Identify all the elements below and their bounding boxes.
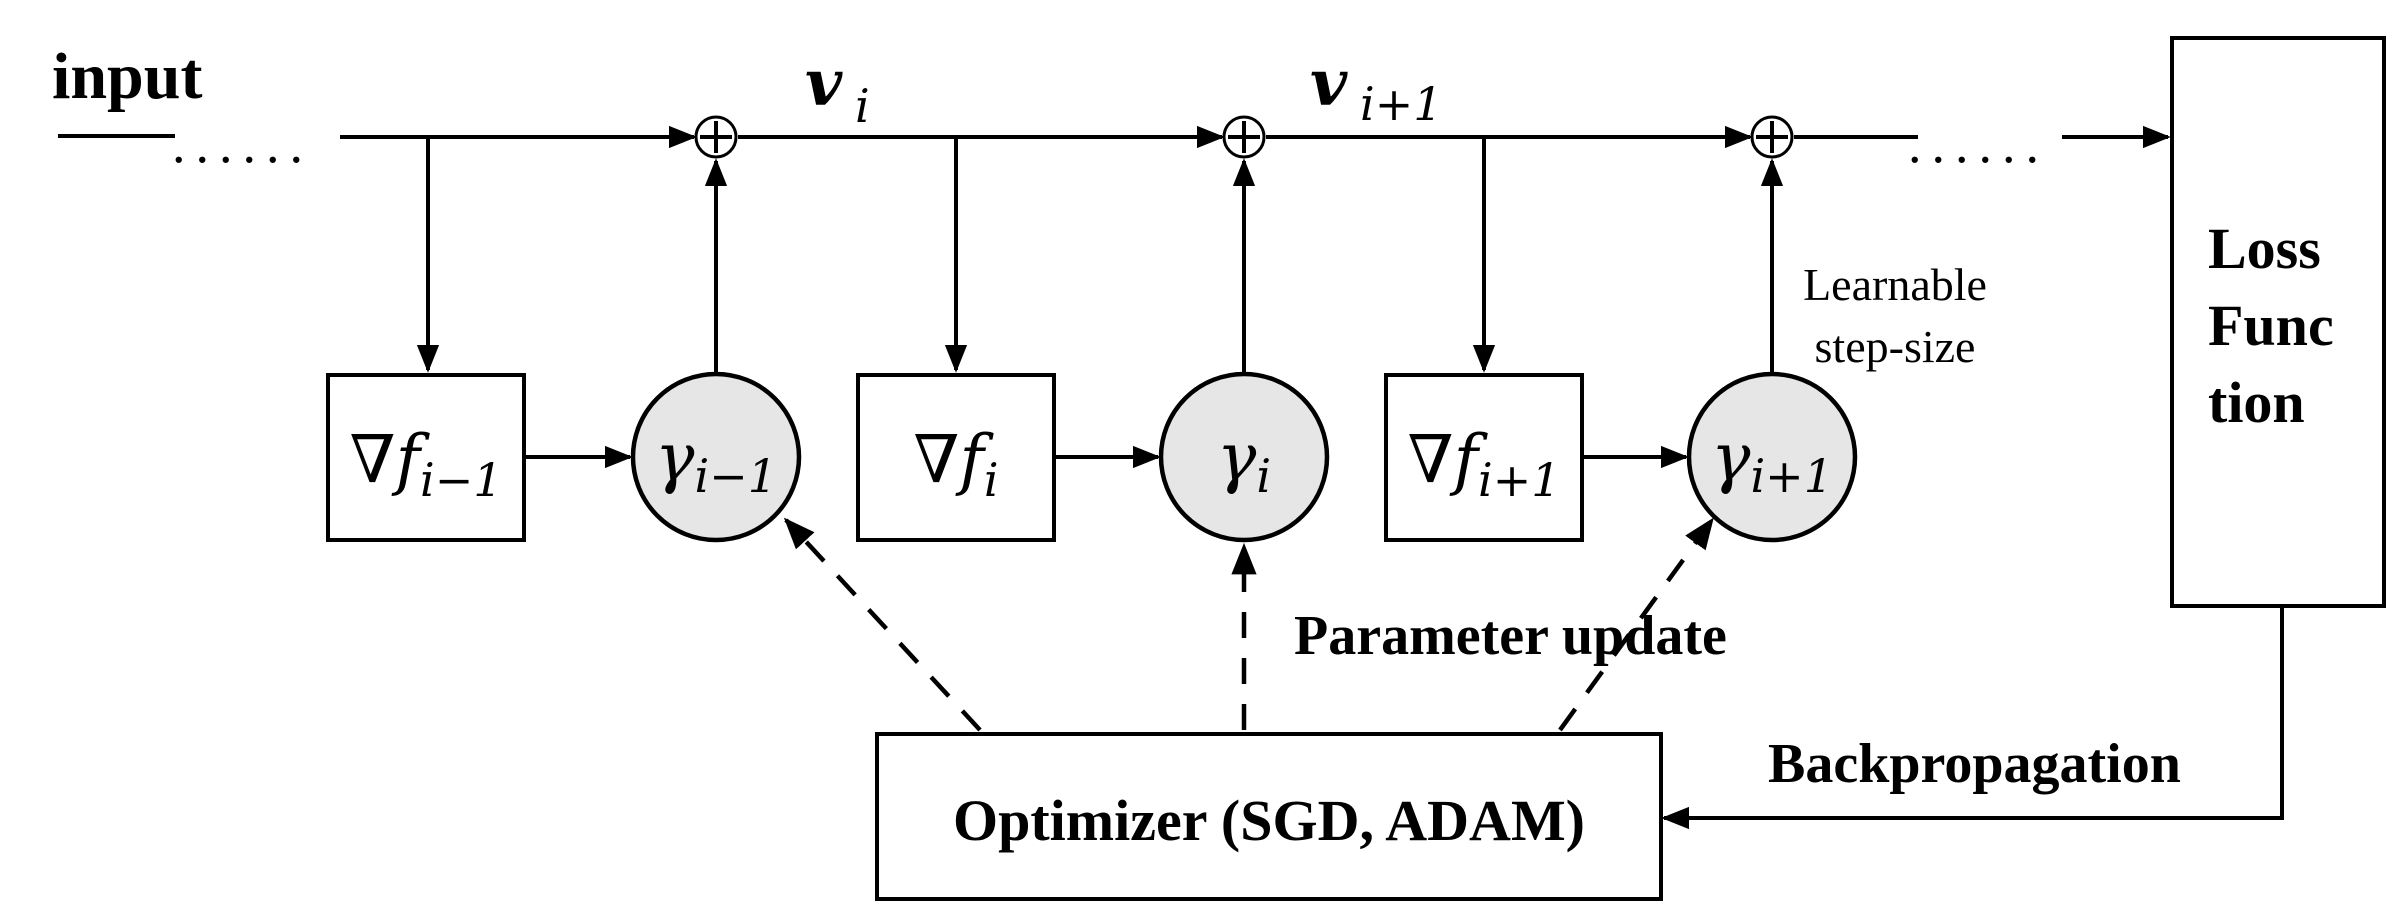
- optimizer-box: Optimizer (SGD, ADAM): [875, 732, 1663, 901]
- svg-text:γi: γi: [1217, 419, 1271, 503]
- loss-function-box: Loss Func tion: [2170, 36, 2386, 608]
- svg-text:γi+1: γi+1: [1711, 419, 1833, 503]
- backpropagation-label: Backpropagation: [1768, 733, 2181, 795]
- learnable-stepsize-label: Learnable step-size: [1803, 259, 1987, 372]
- leading-dots: ......: [172, 114, 313, 174]
- svg-text:γi−1: γi−1: [655, 419, 777, 503]
- svg-text:Learnable: Learnable: [1803, 259, 1987, 310]
- sum-node-3: [1750, 115, 1794, 159]
- sum-node-2: [1222, 115, 1266, 159]
- param-update-arrow-1: [783, 517, 982, 732]
- stepsize-circle-3: γi+1: [1686, 371, 1858, 543]
- gradient-box-1: ∇fi−1: [326, 373, 526, 542]
- v-i-plus-1-label: v i+1: [1310, 46, 1443, 131]
- svg-text:v: v: [1310, 46, 1348, 121]
- gradient-box-2: ∇fi: [856, 373, 1056, 542]
- gradient-box-3: ∇fi+1: [1384, 373, 1584, 542]
- stepsize-circle-1: γi−1: [630, 371, 802, 543]
- svg-text:Loss: Loss: [2208, 216, 2321, 281]
- svg-text:Optimizer (SGD, ADAM): Optimizer (SGD, ADAM): [953, 788, 1585, 853]
- stepsize-circle-2: γi: [1158, 371, 1330, 543]
- svg-text:Func: Func: [2208, 293, 2334, 358]
- parameter-update-label: Parameter update: [1294, 605, 1727, 667]
- backprop-path: [1661, 606, 2284, 830]
- input-label: input: [52, 40, 202, 113]
- svg-text:∇fi+1: ∇fi+1: [1407, 421, 1560, 507]
- v-i-label: v i: [805, 46, 870, 133]
- svg-text:v: v: [805, 46, 843, 121]
- svg-text:i: i: [855, 79, 870, 133]
- svg-text:i+1: i+1: [1360, 77, 1443, 131]
- svg-text:tion: tion: [2208, 370, 2305, 435]
- sum-node-1: [694, 115, 738, 159]
- svg-text:step-size: step-size: [1815, 321, 1976, 372]
- trailing-dots: ......: [1908, 114, 2049, 174]
